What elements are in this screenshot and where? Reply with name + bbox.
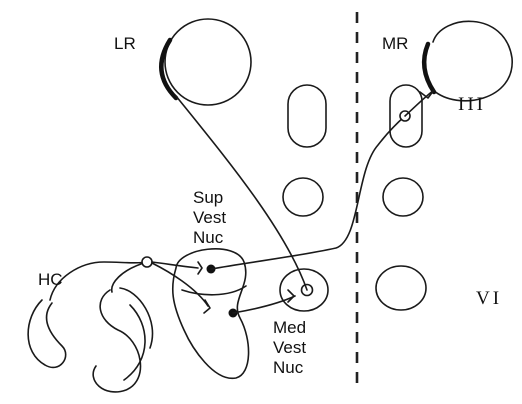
abducens-nucleus-right	[376, 266, 426, 310]
anterior-canal	[120, 288, 153, 348]
nucleus-pair-right	[383, 178, 423, 216]
label-nucleus-vi: VI	[476, 288, 502, 310]
oculomotor-nucleus-left	[288, 85, 326, 147]
label-sup-vest-line2: Vest	[193, 208, 226, 228]
vestibular-nucleus-divider	[182, 286, 246, 295]
abducens-synapse	[288, 290, 294, 302]
label-sup-vest-line1: Sup	[193, 188, 223, 208]
afferent-to-med-vest	[152, 263, 208, 306]
label-med-vest-line2: Vest	[273, 338, 306, 358]
label-nucleus-iii: III	[458, 94, 486, 116]
right-eye	[433, 21, 512, 100]
posterior-canal	[93, 290, 140, 392]
nucleus-pair-left	[283, 178, 323, 216]
horizontal-canal	[28, 300, 66, 367]
label-med-vest-line1: Med	[273, 318, 306, 338]
label-mr: MR	[382, 34, 408, 54]
label-med-vest-line3: Nuc	[273, 358, 303, 378]
label-lr: LR	[114, 34, 136, 54]
label-hc: HC	[38, 270, 63, 290]
vestibular-ganglion	[142, 257, 152, 267]
medial-rectus-muscle	[424, 44, 434, 92]
nerve-branch-canal	[112, 262, 147, 292]
canal-inner-arc	[124, 305, 145, 380]
sup-vest-to-oculomotor	[211, 116, 405, 269]
label-sup-vest-line3: Nuc	[193, 228, 223, 248]
left-eye	[165, 19, 251, 105]
